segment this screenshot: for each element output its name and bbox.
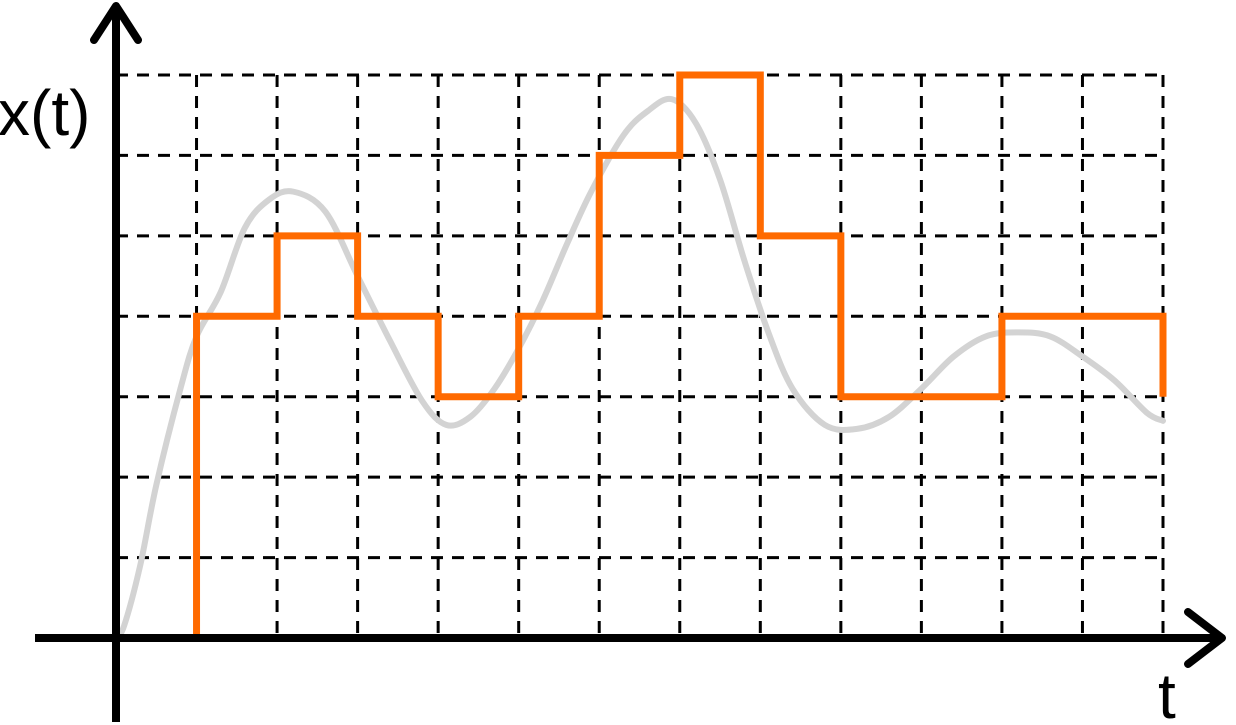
x-axis-label: t — [1158, 660, 1176, 725]
sampled-step-series — [116, 71, 1167, 642]
x-axis-arrowhead — [1184, 608, 1226, 668]
continuous-signal-series — [113, 95, 1166, 641]
y-axis-label: x(t) — [0, 77, 90, 149]
series-layer — [113, 71, 1167, 642]
y-axis-arrowhead — [90, 2, 142, 44]
axes — [35, 2, 1226, 722]
grid — [116, 73, 1165, 638]
